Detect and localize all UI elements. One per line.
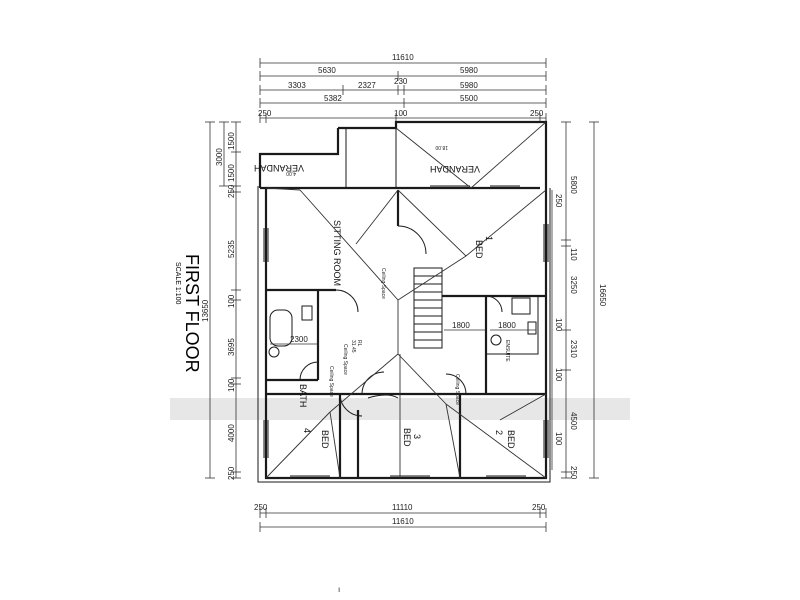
dim-left-seg-d: 5235 (227, 240, 236, 258)
plan-notes: RL 31.45 Ceiling Space Ceiling Space Cei… (270, 268, 536, 405)
right-dimensions: 16650 5800 110 3250 2310 4500 250 250 10… (551, 121, 607, 480)
dim-right-seg-e: 4500 (569, 412, 578, 430)
dim-top-segment-c: 230 (394, 77, 408, 86)
left-dimensions: 13650 3000 1500 1500 250 5235 100 3695 1… (201, 121, 241, 480)
dim-left-overall: 13650 (201, 299, 210, 322)
roof-hip-lines (265, 121, 547, 479)
room-labels: VERANDAH 4.00 VERANDAH 18.00 SITTING ROO… (254, 144, 516, 449)
bed-4-number: 4 (302, 428, 312, 433)
ceiling-note-a: Ceiling Space (380, 268, 386, 299)
stair-width-dim: 1800 (452, 321, 470, 330)
bottom-dimensions: 250 11110 250 11610 (254, 503, 547, 532)
dim-top-row4-left: 5382 (324, 94, 342, 103)
dim-right-seg-f: 250 (569, 466, 578, 480)
sitting-room-label: SITTING ROOM (332, 220, 342, 286)
dim-right-overall: 16650 (598, 284, 607, 307)
dim-right-seg-b: 110 (569, 248, 578, 261)
dim-left-seg-b: 1500 (227, 164, 236, 182)
verandah-left-level: 4.00 (286, 170, 296, 176)
basin-icon (268, 346, 280, 358)
dim-top-row5-right: 250 (530, 109, 544, 118)
dim-bottom-overall: 11610 (392, 517, 414, 526)
bed-2-label: BED (506, 430, 516, 449)
bath-width-dim: 2300 (290, 335, 308, 344)
dim-top-overall: 11610 (392, 53, 414, 62)
dim-right-seg-a: 5800 (569, 176, 578, 194)
dim-left-seg-g: 100 (227, 378, 236, 392)
bed-3-number: 3 (412, 434, 422, 439)
dim-right-seg-c: 3250 (569, 276, 578, 294)
bed-2-number: 2 (494, 430, 504, 435)
landing-arc (367, 394, 399, 399)
ensuite-toilet-icon (527, 321, 537, 335)
verandah-right-level: 18.00 (435, 144, 448, 150)
dim-top-row4-right: 5500 (460, 94, 478, 103)
dim-left-seg-h: 4000 (227, 424, 236, 442)
verandah-right-label: VERANDAH (430, 164, 480, 174)
bed-1-label: BED (474, 240, 484, 259)
stray-mark: ı (338, 585, 340, 594)
dim-right-small-a: 250 (554, 194, 563, 208)
dim-left-seg-c: 250 (227, 184, 236, 198)
bathtub-icon (269, 309, 293, 347)
bath-fixtures (268, 297, 537, 399)
dim-right-seg-d: 2310 (569, 340, 578, 358)
bed-1-number: 1 (484, 236, 494, 241)
dim-top-left-half: 5630 (318, 66, 336, 75)
dim-top-segment-a: 3303 (288, 81, 306, 90)
dim-right-small-c: 100 (554, 368, 563, 382)
dim-left-seg-e: 100 (227, 294, 236, 308)
stair-treads (414, 275, 442, 341)
ceiling-note-d: Ceiling Space (454, 374, 460, 405)
top-dimensions: 11610 5630 5980 3303 2327 230 5980 5382 … (258, 53, 547, 123)
dim-right-small-b: 100 (554, 318, 563, 332)
ceiling-note-b: Ceiling Space (342, 344, 348, 375)
bed-3-label: BED (402, 428, 412, 447)
ensuite-width-dim: 1800 (498, 321, 516, 330)
ceiling-note-c: Ceiling Space (328, 366, 334, 397)
ensuite-label: ENSUITE (504, 340, 510, 362)
dim-left-seg-f: 3695 (227, 338, 236, 356)
building-walls (257, 120, 551, 483)
dim-top-segment-d: 5980 (460, 81, 478, 90)
dim-top-row5-mid: 100 (394, 109, 408, 118)
dim-bottom-inner: 11110 (392, 503, 413, 512)
shower-icon (511, 297, 531, 315)
dim-bottom-right: 250 (532, 503, 546, 512)
rl-label: RL (356, 340, 362, 347)
plan-scale: SCALE 1:100 (174, 262, 181, 305)
rl-value: 31.45 (350, 340, 356, 353)
dim-top-segment-b: 2327 (358, 81, 376, 90)
dim-bottom-left: 250 (254, 503, 268, 512)
verandah-left-label: VERANDAH (254, 163, 304, 173)
toilet-icon (301, 305, 313, 321)
dim-left-upper-verandah: 3000 (215, 148, 224, 166)
dim-top-row5-left: 250 (258, 109, 272, 118)
bath-label: BATH (298, 384, 308, 407)
plan-title: FIRST FLOOR (182, 254, 202, 373)
dim-left-seg-a: 1500 (227, 132, 236, 150)
dim-right-small-d: 100 (554, 432, 563, 446)
bed-4-label: BED (320, 430, 330, 449)
dim-top-right-half: 5980 (460, 66, 478, 75)
ensuite-basin-icon (490, 334, 502, 346)
dim-left-seg-i: 250 (227, 466, 236, 480)
